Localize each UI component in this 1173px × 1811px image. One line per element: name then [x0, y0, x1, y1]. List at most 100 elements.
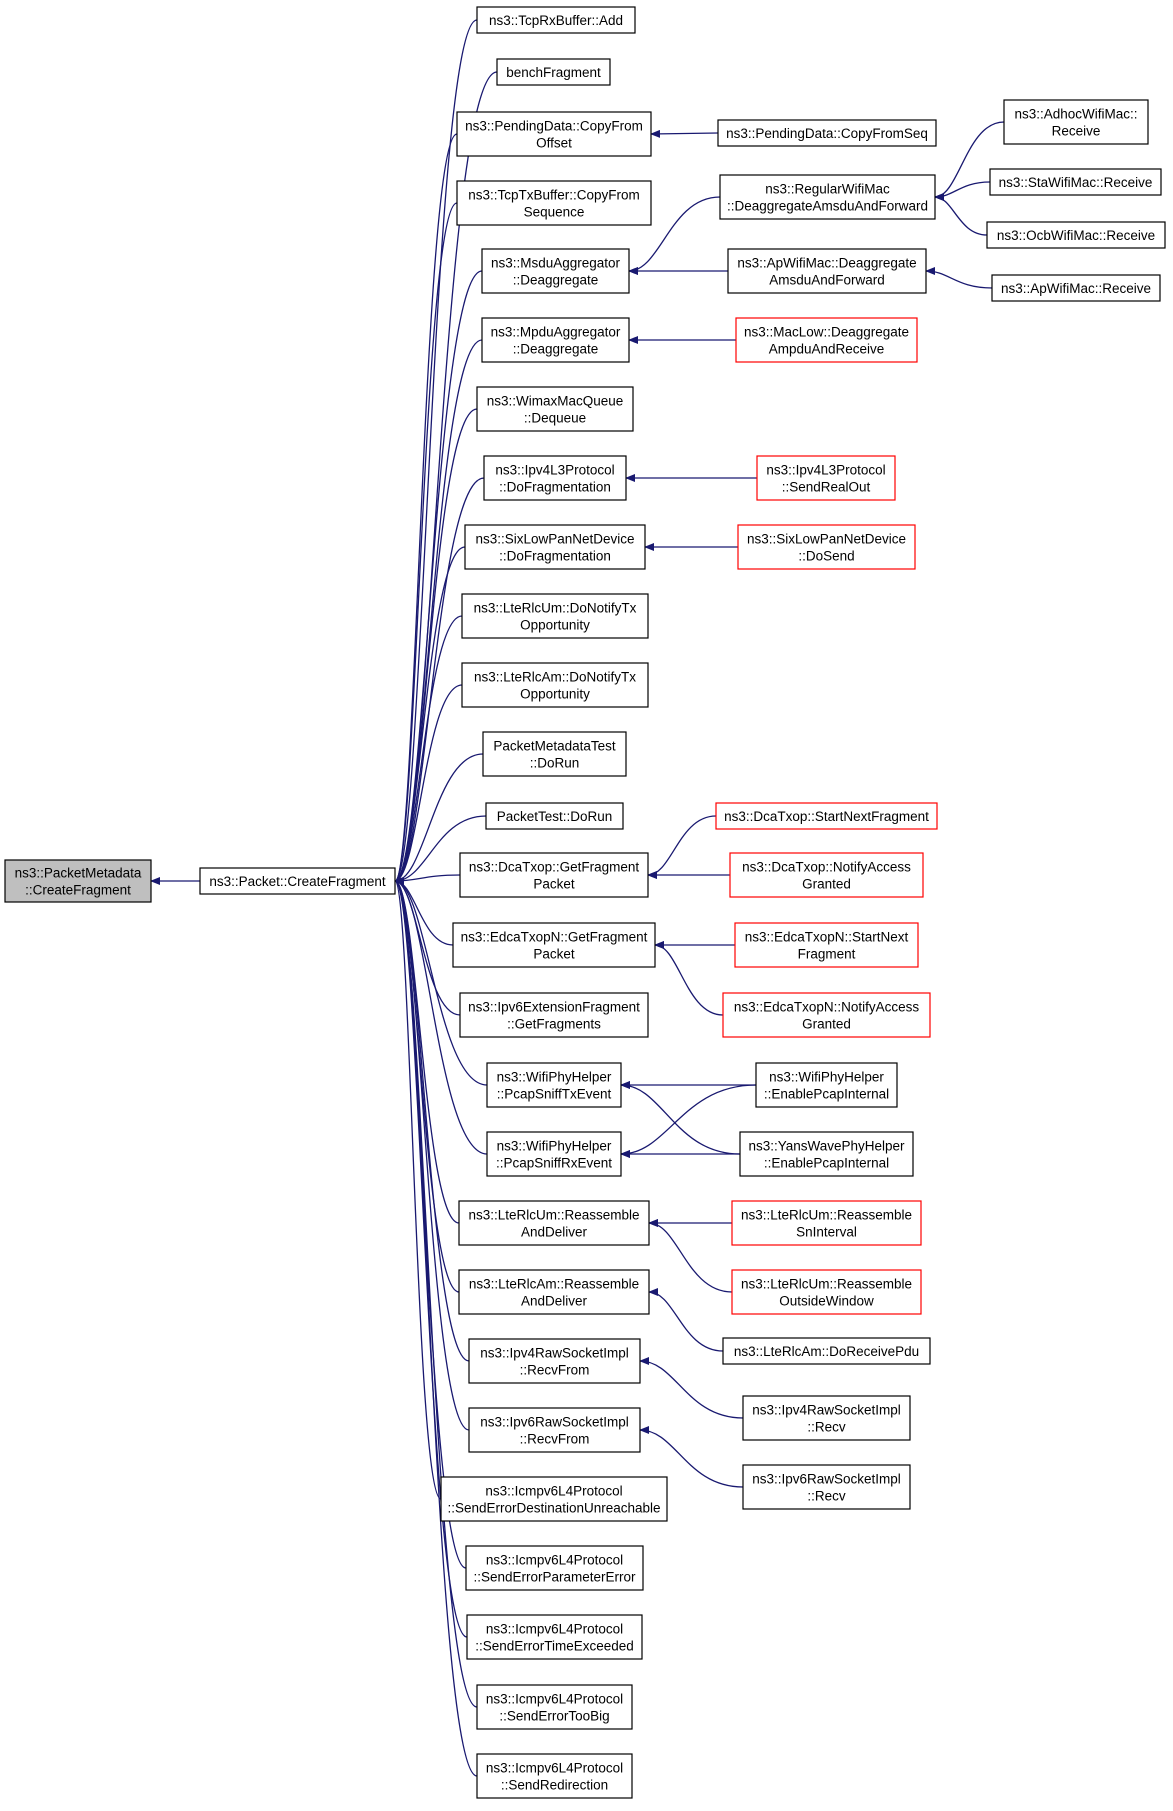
node-c12[interactable]: PacketMetadataTest::DoRun: [482, 731, 627, 777]
edge-d17-to-c22: [639, 1426, 744, 1488]
node-d3[interactable]: ns3::ApWifiMac::DeaggregateAmsduAndForwa…: [727, 248, 927, 294]
node-c21[interactable]: ns3::Ipv4RawSocketImpl::RecvFrom: [468, 1338, 641, 1384]
node-label: ::Recv: [807, 1420, 846, 1435]
node-label: ::EnablePcapInternal: [764, 1156, 889, 1171]
node-box: [476, 1684, 633, 1730]
node-d9[interactable]: ns3::EdcaTxopN::StartNextFragment: [734, 922, 919, 968]
call-arrow: [394, 877, 460, 1224]
node-box: [727, 248, 927, 294]
node-c16[interactable]: ns3::Ipv6ExtensionFragment::GetFragments: [459, 992, 649, 1038]
call-arrow: [639, 1426, 744, 1488]
node-label: ::CreateFragment: [25, 883, 131, 898]
node-d6[interactable]: ns3::SixLowPanNetDevice::DoSend: [737, 524, 916, 570]
node-c2[interactable]: benchFragment: [496, 58, 611, 86]
node-box: [465, 1545, 644, 1591]
node-box: [468, 1338, 641, 1384]
node-c17[interactable]: ns3::WifiPhyHelper::PcapSniffTxEvent: [486, 1062, 622, 1108]
node-d2[interactable]: ns3::RegularWifiMac::DeaggregateAmsduAnd…: [719, 174, 936, 220]
node-e1[interactable]: ns3::AdhocWifiMac::Receive: [1003, 99, 1149, 145]
node-d7[interactable]: ns3::DcaTxop::StartNextFragment: [715, 802, 938, 830]
node-label: Packet: [533, 877, 575, 892]
node-e2[interactable]: ns3::StaWifiMac::Receive: [989, 168, 1162, 196]
node-c6[interactable]: ns3::MpduAggregator::Deaggregate: [481, 317, 630, 363]
node-e3[interactable]: ns3::OcbWifiMac::Receive: [986, 221, 1166, 249]
node-c22[interactable]: ns3::Ipv6RawSocketImpl::RecvFrom: [468, 1407, 641, 1453]
node-label: ns3::WimaxMacQueue: [487, 394, 624, 409]
node-c7[interactable]: ns3::WimaxMacQueue::Dequeue: [476, 386, 634, 432]
node-e4[interactable]: ns3::ApWifiMac::Receive: [991, 274, 1161, 302]
call-arrow: [394, 877, 442, 1500]
node-box: [486, 1131, 622, 1177]
node-label: ns3::WifiPhyHelper: [769, 1070, 884, 1085]
node-box: [486, 1062, 622, 1108]
node-d16[interactable]: ns3::Ipv4RawSocketImpl::Recv: [742, 1395, 911, 1441]
node-d11[interactable]: ns3::WifiPhyHelper::EnablePcapInternal: [755, 1062, 898, 1108]
node-label: Granted: [802, 877, 851, 892]
nodes: ns3::PacketMetadata::CreateFragmentns3::…: [4, 6, 1166, 1799]
call-arrow: [647, 815, 717, 879]
node-label: ns3::Icmpv6L4Protocol: [485, 1484, 622, 1499]
call-arrow: [394, 19, 478, 885]
node-label: ns3::WifiPhyHelper: [497, 1070, 612, 1085]
node-c25[interactable]: ns3::Icmpv6L4Protocol::SendErrorTimeExce…: [466, 1614, 643, 1660]
node-c24[interactable]: ns3::Icmpv6L4Protocol::SendErrorParamete…: [465, 1545, 644, 1591]
node-label: ns3::EdcaTxopN::StartNext: [745, 930, 909, 945]
node-label: PacketTest::DoRun: [497, 809, 613, 824]
node-d12[interactable]: ns3::YansWavePhyHelper::EnablePcapIntern…: [739, 1131, 914, 1177]
node-box: [991, 274, 1161, 302]
node-focus: ns3::PacketMetadata::CreateFragment: [4, 859, 152, 903]
node-box: [464, 524, 646, 570]
node-box: [731, 1200, 922, 1246]
node-label: ns3::OcbWifiMac::Receive: [997, 228, 1155, 243]
node-label: ::SendErrorDestinationUnreachable: [447, 1501, 660, 1516]
call-arrow: [394, 684, 463, 885]
node-label: ns3::LteRlcUm::DoNotifyTx: [474, 601, 637, 616]
node-box: [456, 180, 652, 226]
call-arrow: [628, 196, 721, 275]
node-label: ns3::LteRlcUm::Reassemble: [468, 1208, 639, 1223]
edge-c8-to-pkt: [394, 477, 485, 885]
node-c1[interactable]: ns3::TcpRxBuffer::Add: [476, 6, 636, 34]
edge-c1-to-pkt: [394, 19, 478, 885]
node-c18[interactable]: ns3::WifiPhyHelper::PcapSniffRxEvent: [486, 1131, 622, 1177]
node-box: [755, 1062, 898, 1108]
node-c26[interactable]: ns3::Icmpv6L4Protocol::SendErrorTooBig: [476, 1684, 633, 1730]
edge-c19-to-pkt: [394, 877, 460, 1224]
node-c23[interactable]: ns3::Icmpv6L4Protocol::SendErrorDestinat…: [440, 1476, 668, 1522]
node-d1[interactable]: ns3::PendingData::CopyFromSeq: [717, 119, 937, 147]
edge-c18-to-pkt: [394, 877, 488, 1155]
node-label: ns3::YansWavePhyHelper: [748, 1139, 905, 1154]
node-label: ns3::Ipv4L3Protocol: [766, 463, 885, 478]
node-box: [1003, 99, 1149, 145]
node-d15[interactable]: ns3::LteRlcAm::DoReceivePdu: [722, 1337, 931, 1365]
node-box: [739, 1131, 914, 1177]
edge-c13-to-pkt: [394, 815, 487, 885]
node-label: ns3::EdcaTxopN::NotifyAccess: [734, 1000, 920, 1015]
node-label: ns3::ApWifiMac::Deaggregate: [737, 256, 916, 271]
node-c9[interactable]: ns3::SixLowPanNetDevice::DoFragmentation: [464, 524, 646, 570]
node-box: [734, 922, 919, 968]
edges: [150, 19, 1005, 1777]
node-label: ns3::TcpTxBuffer::CopyFrom: [468, 188, 640, 203]
node-c5[interactable]: ns3::MsduAggregator::Deaggregate: [481, 248, 630, 294]
node-d5[interactable]: ns3::Ipv4L3Protocol::SendRealOut: [756, 455, 896, 501]
node-c13[interactable]: PacketTest::DoRun: [485, 802, 624, 830]
node-box: [458, 1269, 650, 1315]
node-c8[interactable]: ns3::Ipv4L3Protocol::DoFragmentation: [483, 455, 627, 501]
node-pkt[interactable]: ns3::Packet::CreateFragment: [199, 867, 396, 895]
node-d17[interactable]: ns3::Ipv6RawSocketImpl::Recv: [742, 1464, 911, 1510]
node-c27[interactable]: ns3::Icmpv6L4Protocol::SendRedirection: [476, 1753, 633, 1799]
